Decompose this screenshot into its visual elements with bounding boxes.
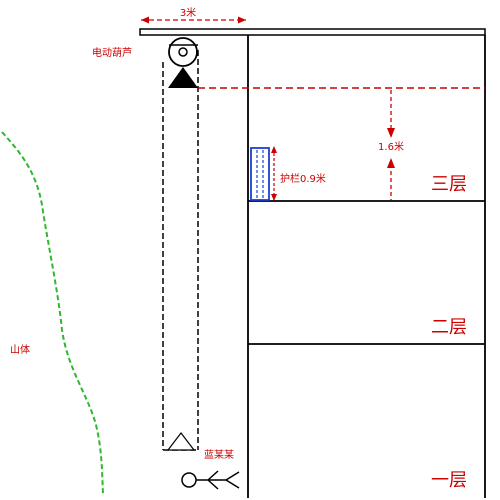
- guardrail-label: 护栏0.9米: [280, 172, 326, 185]
- arrow-left-icon: [141, 16, 149, 24]
- floor-2-label: 二层: [431, 317, 467, 338]
- building: [139, 28, 486, 498]
- roof-beam: [139, 28, 486, 36]
- floor-3-label: 三层: [431, 174, 467, 195]
- person-figure-icon: [181, 470, 240, 490]
- arrow-down-icon: [387, 128, 395, 138]
- mountain-slope: [1, 131, 104, 496]
- hoist-triangle-icon: [168, 67, 198, 88]
- guardrail: 护栏0.9米: [250, 146, 326, 201]
- arrow-right-icon: [238, 16, 246, 24]
- hoist-label: 电动葫芦: [92, 46, 132, 59]
- floor-1-label: 一层: [431, 470, 467, 491]
- width-dimension: 3米: [141, 6, 246, 24]
- hoist-rope: [162, 44, 199, 451]
- person-label: 蓝某某: [204, 449, 234, 461]
- height-label: 1.6米: [378, 140, 404, 153]
- width-label: 3米: [180, 6, 196, 19]
- guardrail-box: [250, 147, 270, 201]
- arrow-up-icon: [387, 158, 395, 168]
- mountain-label: 山体: [10, 344, 30, 356]
- load-hook-icon: [166, 432, 196, 451]
- height-dimension: 1.6米: [198, 87, 485, 200]
